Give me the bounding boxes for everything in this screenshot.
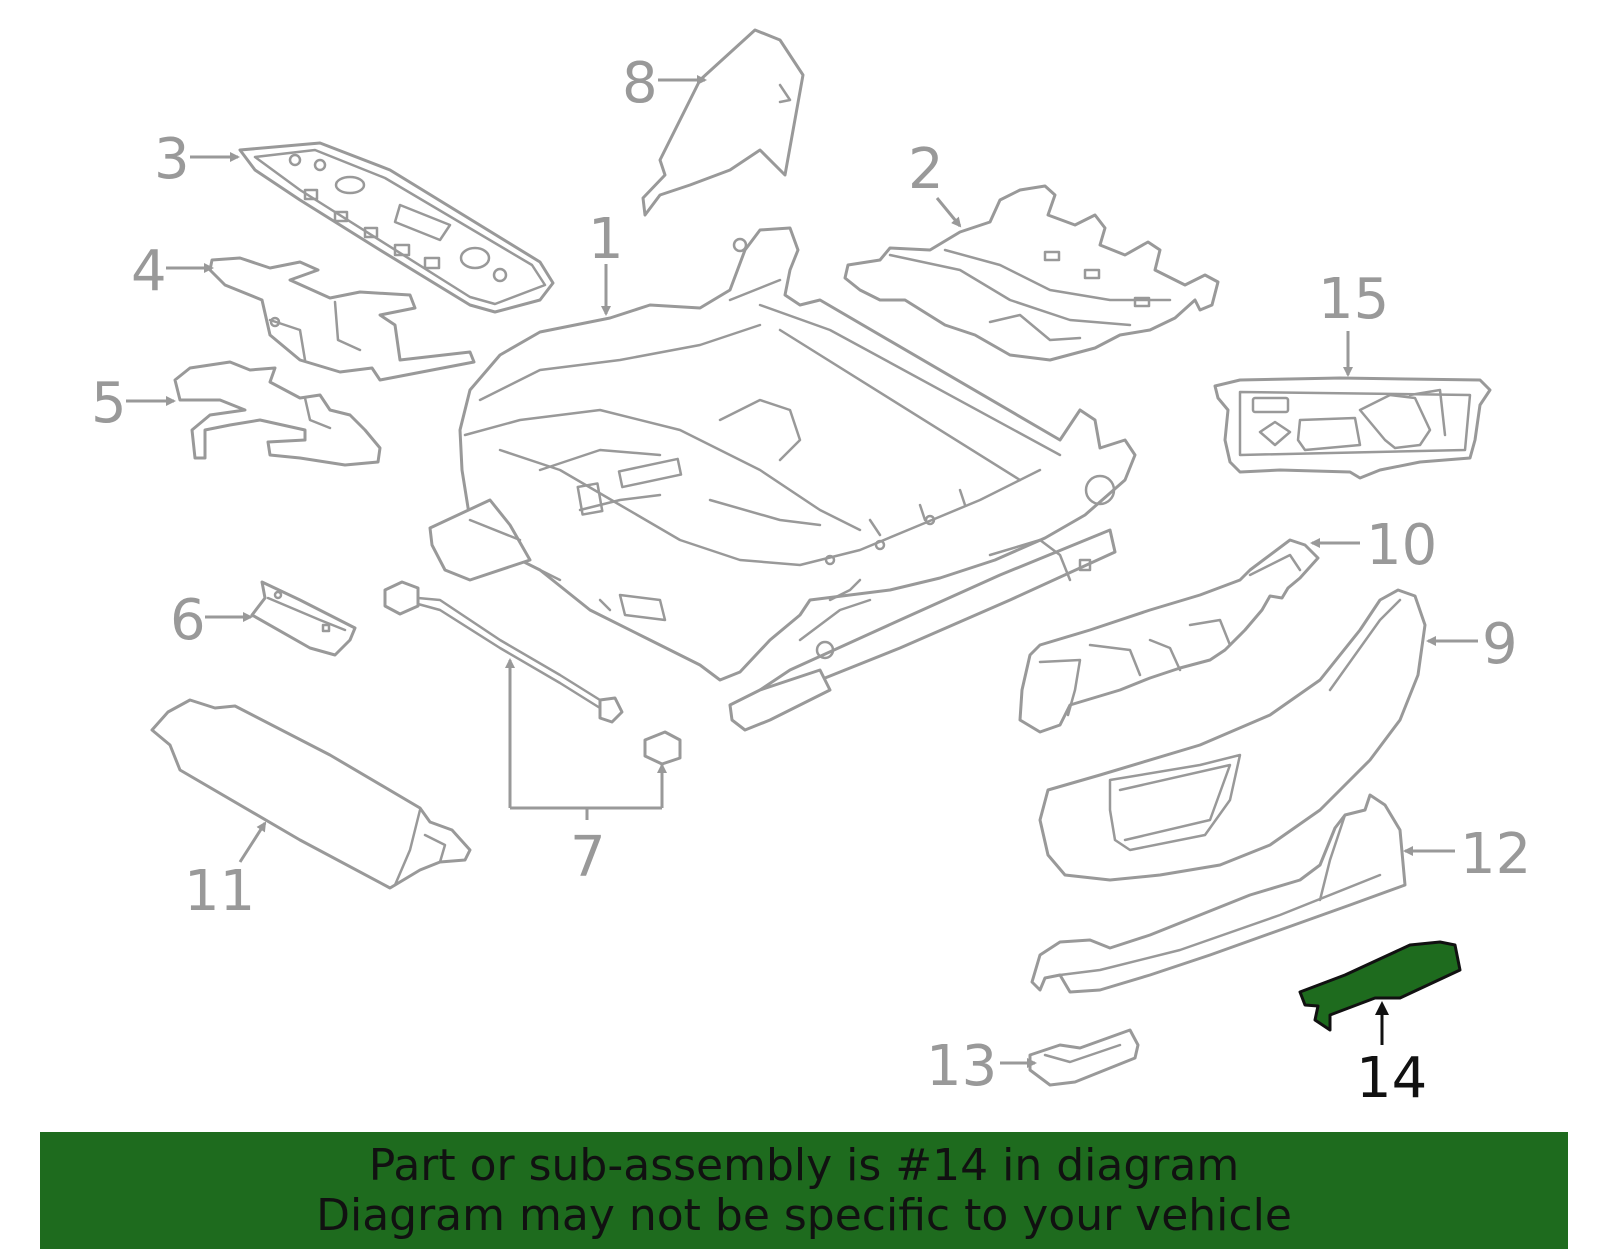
part-13-clip[interactable] xyxy=(1028,1028,1140,1087)
callout-11[interactable]: 11 xyxy=(184,859,255,924)
part-15-switch-panel[interactable] xyxy=(1213,376,1492,480)
leader-lines xyxy=(126,75,1478,1068)
callout-3[interactable]: 3 xyxy=(154,127,190,192)
part-8-backrest-panel[interactable] xyxy=(641,28,805,217)
part-7-harness[interactable] xyxy=(383,580,682,766)
part-1-seat-frame[interactable] xyxy=(428,226,1137,732)
part-11-long-trim[interactable] xyxy=(150,698,472,890)
banner-line-2: Diagram may not be specific to your vehi… xyxy=(316,1190,1292,1241)
callout-14[interactable]: 14 xyxy=(1356,1046,1427,1111)
callout-8[interactable]: 8 xyxy=(622,51,658,116)
callout-2[interactable]: 2 xyxy=(908,137,944,202)
part-6-small-bracket[interactable] xyxy=(250,580,357,657)
callout-6[interactable]: 6 xyxy=(170,588,206,653)
callout-12[interactable]: 12 xyxy=(1460,822,1531,887)
callout-5[interactable]: 5 xyxy=(91,371,127,436)
callout-7[interactable]: 7 xyxy=(570,825,606,890)
callout-1[interactable]: 1 xyxy=(588,207,624,272)
part-9-side-trim[interactable] xyxy=(1038,588,1427,882)
part-14-highlighted[interactable] xyxy=(1298,940,1462,1032)
part-2-rear-frame[interactable] xyxy=(843,184,1220,362)
callout-10[interactable]: 10 xyxy=(1366,513,1437,578)
callout-4[interactable]: 4 xyxy=(131,239,167,304)
banner-line-1: Part or sub-assembly is #14 in diagram xyxy=(368,1140,1240,1191)
callout-13[interactable]: 13 xyxy=(926,1034,997,1099)
part-4-cross-bracket[interactable] xyxy=(208,256,476,382)
part-5-lower-bracket[interactable] xyxy=(173,360,382,467)
part-3-cushion-plate[interactable] xyxy=(238,141,555,314)
part-12-lower-trim[interactable] xyxy=(1030,793,1407,994)
callout-labels: 1 2 3 4 5 6 7 8 9 10 11 12 13 15 14 xyxy=(91,51,1531,1111)
callout-15[interactable]: 15 xyxy=(1318,267,1389,332)
part-10-side-bracket[interactable] xyxy=(1018,538,1320,734)
callout-9[interactable]: 9 xyxy=(1482,612,1518,677)
info-banner: Part or sub-assembly is #14 in diagram D… xyxy=(40,1132,1568,1249)
